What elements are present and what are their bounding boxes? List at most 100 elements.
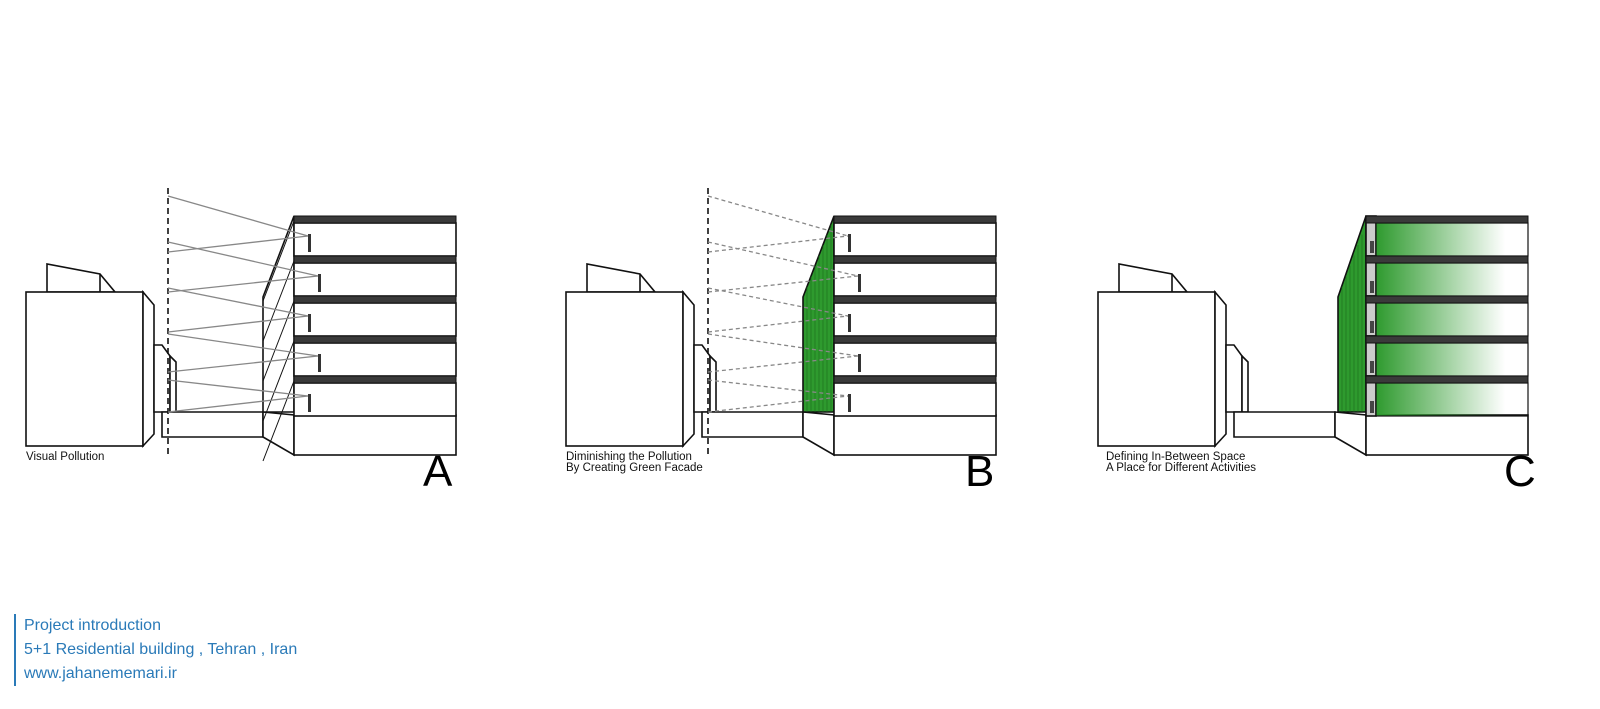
caption-line: Visual Pollution bbox=[26, 451, 105, 463]
person-silhouette bbox=[1370, 241, 1374, 253]
floor-slab bbox=[833, 215, 997, 224]
left-building-side bbox=[142, 289, 155, 449]
panel-letter-a: A bbox=[423, 447, 453, 496]
apartment-floor bbox=[293, 302, 457, 337]
person-silhouette bbox=[318, 274, 321, 292]
apartment-floor bbox=[293, 222, 457, 257]
person-silhouette bbox=[848, 394, 851, 412]
sight-line bbox=[167, 379, 309, 397]
floor-slab bbox=[833, 375, 997, 384]
floor-slab bbox=[1365, 375, 1529, 384]
rooftop-structure bbox=[1118, 263, 1189, 293]
sight-line bbox=[167, 235, 309, 253]
person-silhouette bbox=[1370, 281, 1374, 293]
green-facade bbox=[802, 215, 835, 413]
left-building-side bbox=[682, 289, 695, 449]
caption-c: Defining In-Between Space A Place for Di… bbox=[1106, 451, 1256, 474]
sight-line bbox=[707, 235, 849, 253]
small-building-side bbox=[709, 354, 717, 413]
panel-letter-b: B bbox=[965, 447, 995, 496]
facade-line bbox=[262, 300, 295, 382]
left-building-side bbox=[1214, 289, 1227, 449]
caption-line: A Place for Different Activities bbox=[1106, 462, 1256, 474]
left-building bbox=[25, 291, 144, 447]
ground-floor bbox=[293, 414, 457, 456]
facade-line bbox=[262, 260, 295, 342]
sight-line bbox=[707, 395, 849, 413]
person-silhouette bbox=[308, 234, 311, 252]
sight-line bbox=[167, 287, 309, 317]
sight-line bbox=[707, 287, 849, 317]
sight-line bbox=[167, 241, 319, 277]
floor-slab bbox=[293, 375, 457, 384]
sight-line bbox=[167, 333, 319, 357]
sight-line bbox=[167, 195, 309, 237]
caption-b: Diminishing the Pollution By Creating Gr… bbox=[566, 451, 703, 474]
panel-b bbox=[565, 188, 997, 457]
facade-line bbox=[262, 340, 295, 422]
rooftop-structure bbox=[46, 263, 117, 293]
street-end bbox=[1334, 411, 1367, 457]
panel-c bbox=[1097, 215, 1529, 457]
sight-line bbox=[167, 315, 309, 333]
panel-a bbox=[25, 188, 457, 462]
street-block bbox=[1233, 411, 1336, 438]
project-title: Project introduction bbox=[24, 617, 161, 634]
apartment-floor bbox=[833, 382, 997, 417]
floor-slab bbox=[1365, 215, 1529, 224]
floor-slab bbox=[293, 255, 457, 264]
sight-line bbox=[167, 355, 319, 373]
project-description: 5+1 Residential building , Tehran , Iran bbox=[24, 641, 298, 658]
small-building-side bbox=[169, 354, 177, 413]
project-info: Project introduction 5+1 Residential bui… bbox=[14, 614, 297, 686]
person-silhouette bbox=[308, 394, 311, 412]
apartment-floor bbox=[1375, 222, 1529, 257]
apartment-floor bbox=[293, 382, 457, 417]
person-silhouette bbox=[848, 314, 851, 332]
sight-line bbox=[167, 395, 309, 413]
sight-line bbox=[707, 379, 849, 397]
floor-slab bbox=[293, 295, 457, 304]
person-silhouette bbox=[308, 314, 311, 332]
person-silhouette bbox=[318, 354, 321, 372]
facade-line bbox=[262, 220, 295, 302]
caption-line: Defining In-Between Space bbox=[1106, 451, 1246, 463]
panel-letter-c: C bbox=[1504, 447, 1536, 496]
street-end bbox=[802, 411, 835, 457]
apartment-floor bbox=[1375, 302, 1529, 337]
street-block bbox=[701, 411, 804, 438]
sight-line bbox=[707, 333, 859, 357]
sight-line bbox=[167, 275, 319, 293]
person-silhouette bbox=[1370, 321, 1374, 333]
small-building bbox=[1225, 344, 1243, 413]
person-silhouette bbox=[848, 234, 851, 252]
floor-slab bbox=[833, 335, 997, 344]
sight-line bbox=[707, 241, 859, 277]
person-silhouette bbox=[858, 354, 861, 372]
sight-line bbox=[707, 315, 849, 333]
person-silhouette bbox=[1370, 361, 1374, 373]
street-block bbox=[161, 411, 264, 438]
apartment-floor bbox=[1375, 382, 1529, 417]
sight-line bbox=[707, 195, 849, 237]
apartment-floor bbox=[833, 302, 997, 337]
person-silhouette bbox=[1370, 401, 1374, 413]
ground-floor bbox=[1365, 414, 1529, 456]
floor-slab bbox=[1365, 295, 1529, 304]
left-building bbox=[1097, 291, 1216, 447]
ground-floor bbox=[833, 414, 997, 456]
left-building bbox=[565, 291, 684, 447]
rooftop-structure bbox=[586, 263, 657, 293]
floor-slab bbox=[833, 295, 997, 304]
small-building-side bbox=[1241, 354, 1249, 413]
website-link[interactable]: www.jahanememari.ir bbox=[24, 665, 177, 682]
floor-slab bbox=[1365, 255, 1529, 264]
apartment-floor bbox=[833, 222, 997, 257]
caption-line: Diminishing the Pollution bbox=[566, 451, 692, 463]
apartment-floor bbox=[1375, 262, 1529, 297]
floor-slab bbox=[833, 255, 997, 264]
floor-slab bbox=[293, 335, 457, 344]
floor-slab bbox=[293, 215, 457, 224]
caption-a: Visual Pollution bbox=[26, 451, 105, 463]
